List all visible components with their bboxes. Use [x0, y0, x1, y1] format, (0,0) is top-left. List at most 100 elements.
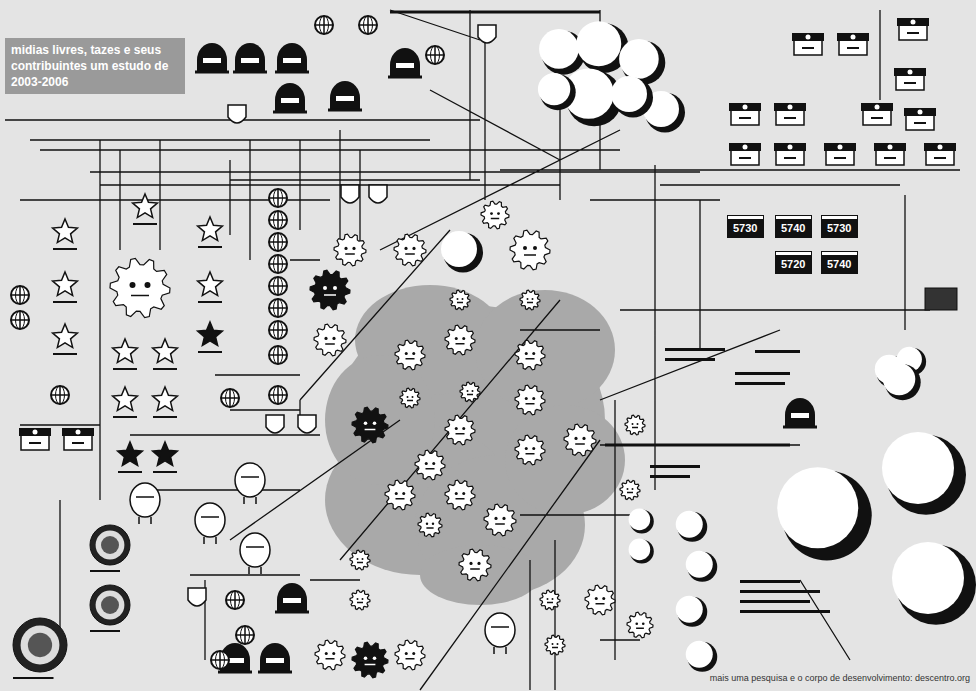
- box-number: 5730: [733, 222, 758, 234]
- gear-icon: [520, 290, 540, 310]
- globe-icon: [269, 211, 287, 229]
- note-bar: [735, 372, 790, 375]
- star-icon: [113, 387, 138, 417]
- network-lines: [5, 10, 960, 690]
- gear-icon: [540, 590, 560, 610]
- helmet-icon: [783, 398, 817, 427]
- helmet-icon: [195, 43, 229, 72]
- gear-icon: [352, 407, 388, 443]
- globe-icon: [269, 189, 287, 207]
- gear-icon: [627, 612, 653, 638]
- gear-icon: [585, 585, 615, 615]
- number-box: 5730: [822, 216, 857, 237]
- globe-icon: [269, 386, 287, 404]
- helmet-icon: [273, 83, 307, 112]
- globe-icon: [211, 651, 229, 669]
- shield-icon: [266, 415, 284, 433]
- helmet-icon: [258, 643, 292, 672]
- gear-icon: [515, 435, 545, 465]
- helmet-icon: [233, 43, 267, 72]
- figure-icon: [240, 533, 270, 574]
- ring-circle: [676, 596, 708, 627]
- gear-icon: [418, 513, 442, 537]
- note-bar: [740, 600, 810, 603]
- gear-icon: [459, 549, 491, 581]
- star-icon: [198, 272, 223, 302]
- globe-icon: [315, 16, 333, 34]
- ring-circle: [777, 467, 872, 560]
- gear-icon: [110, 258, 170, 317]
- shield-icon: [341, 185, 359, 203]
- cap-icon: [19, 428, 51, 450]
- gear-icon: [545, 635, 565, 655]
- note-bar: [665, 348, 725, 351]
- gear-icon: [620, 480, 640, 500]
- gear-icon: [445, 415, 475, 445]
- star-icon: [53, 324, 78, 354]
- cap-icon: [774, 143, 806, 165]
- globe-icon: [359, 16, 377, 34]
- cap-icon: [837, 33, 869, 55]
- ring-circle: [441, 231, 483, 272]
- ring-circle: [538, 73, 576, 110]
- gear-icon: [460, 382, 480, 402]
- ring-circle: [892, 542, 976, 625]
- number-box: 5730: [728, 216, 763, 237]
- star-icon: [198, 217, 223, 247]
- box-number: 5720: [781, 258, 806, 270]
- gear-icon: [481, 201, 509, 229]
- seal-icon: [90, 585, 130, 631]
- gear-icon: [310, 270, 350, 310]
- cloud-lobe: [475, 290, 615, 410]
- figure-icon: [130, 483, 160, 524]
- gear-icon: [334, 234, 366, 266]
- box-number: 5730: [827, 222, 852, 234]
- cap-icon: [861, 103, 893, 125]
- cap-icon: [729, 143, 761, 165]
- star-icon: [118, 442, 143, 472]
- globe-icon: [269, 233, 287, 251]
- cap-icon: [792, 33, 824, 55]
- ring-circle: [686, 641, 718, 672]
- gear-icon: [515, 340, 545, 370]
- star-icon: [153, 387, 178, 417]
- shield-icon: [478, 25, 496, 43]
- cap-icon: [904, 108, 936, 130]
- cap-icon: [824, 143, 856, 165]
- globe-icon: [426, 46, 444, 64]
- globe-icon: [226, 591, 244, 609]
- cap-icon: [729, 103, 761, 125]
- gear-icon: [315, 640, 345, 670]
- cloud-region: [325, 285, 625, 605]
- star-icon: [198, 322, 223, 352]
- helmet-icon: [328, 81, 362, 110]
- seal-icon: [90, 525, 130, 571]
- map-icon: [925, 288, 957, 310]
- ring-circle: [686, 551, 718, 582]
- star-icon: [133, 194, 158, 224]
- globe-icon: [269, 299, 287, 317]
- cap-icon: [774, 103, 806, 125]
- globe-icon: [269, 255, 287, 273]
- number-box: 5740: [776, 216, 811, 237]
- figure-icon: [485, 613, 515, 654]
- cloud-lobe: [420, 545, 540, 605]
- gear-icon: [625, 415, 645, 435]
- cap-icon: [874, 143, 906, 165]
- gear-icon: [510, 230, 550, 270]
- note-bar: [650, 465, 700, 468]
- star-icon: [153, 339, 178, 369]
- globe-icon: [269, 321, 287, 339]
- icon-layer: [11, 16, 976, 678]
- globe-icon: [51, 386, 69, 404]
- number-box: 5740: [822, 252, 857, 273]
- star-icon: [153, 442, 178, 472]
- note-bar: [735, 382, 785, 385]
- ring-circle: [611, 76, 653, 117]
- ring-circle: [883, 363, 921, 400]
- gear-icon: [394, 234, 426, 266]
- gear-icon: [484, 504, 516, 536]
- gear-icon: [352, 642, 388, 678]
